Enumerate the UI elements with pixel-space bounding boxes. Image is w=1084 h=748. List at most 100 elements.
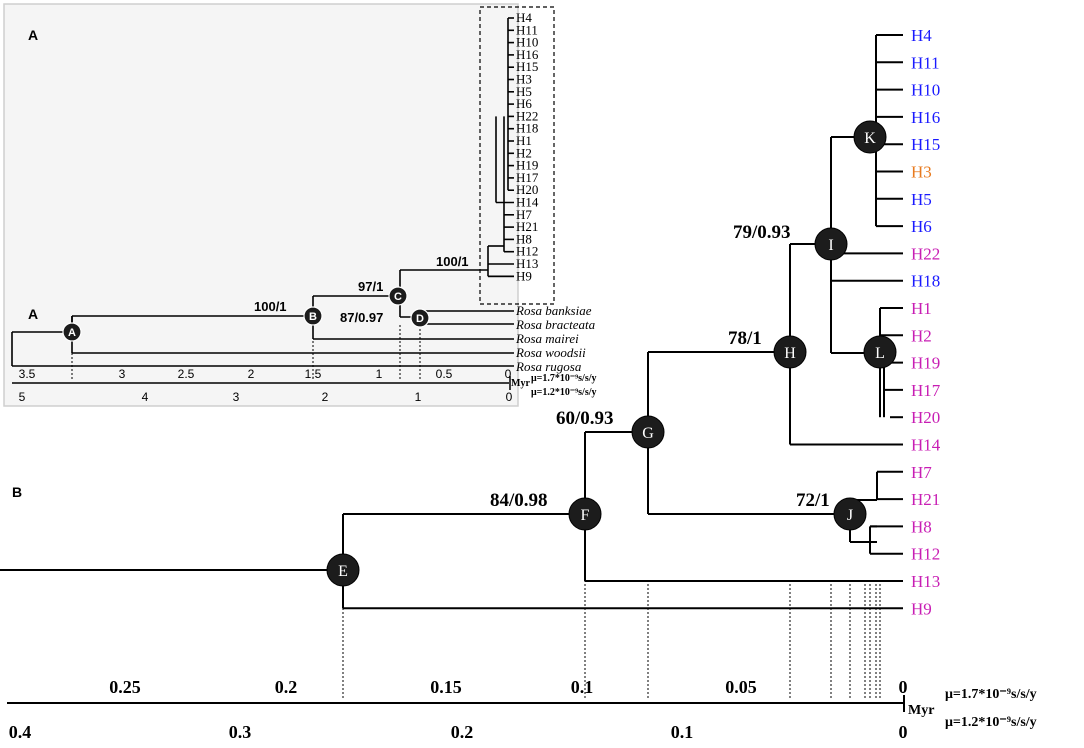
node-label-K: K <box>864 130 876 147</box>
tip-label: H19 <box>911 354 940 373</box>
panel-b-node-dropdown-lines <box>342 580 881 700</box>
haplotype-label: H6 <box>516 96 532 111</box>
node-circle-E <box>326 553 360 587</box>
haplotype-label: H22 <box>516 108 538 123</box>
a-tick-bottom: 3 <box>233 390 240 404</box>
a-support-clade: 100/1 <box>436 254 469 269</box>
haplotype-label: H9 <box>516 268 532 283</box>
panel-a-axis-unit-bottom: μ=1.2*10⁻⁹s/s/y <box>531 387 596 398</box>
a-tick-top: 1.5 <box>305 367 322 381</box>
a-node-A: A <box>62 322 82 342</box>
a-tick-top: 1 <box>376 367 383 381</box>
a-node-label-B: B <box>309 311 317 323</box>
node-circle-J <box>833 497 867 531</box>
tick-bottom: 0.2 <box>451 722 474 742</box>
haplotype-label: H18 <box>516 121 538 136</box>
a-node-label-C: C <box>394 291 402 303</box>
panel-a-label: A <box>28 27 38 43</box>
node-label-E: E <box>338 563 348 580</box>
panel-a-background <box>3 3 519 407</box>
a-tick-bottom: 4 <box>142 390 149 404</box>
tick-bottom: 0.1 <box>671 722 694 742</box>
panel-b-time-axis: Myr μ=1.7*10⁻⁹s/s/y μ=1.2*10⁻⁹s/s/y 0.25… <box>7 677 1037 742</box>
node-circle-F <box>568 497 602 531</box>
a-tick-bottom: 2 <box>322 390 329 404</box>
tick-top: 0.25 <box>109 677 141 697</box>
haplotype-label: H11 <box>516 22 538 37</box>
tick-top: 0.2 <box>275 677 298 697</box>
a-tick-bottom: 5 <box>19 390 26 404</box>
panel-a-axis-myr: Myr <box>511 378 530 389</box>
tip-label: H20 <box>911 408 940 427</box>
haplotype-label: H16 <box>516 47 539 62</box>
node-label-H: H <box>784 345 796 362</box>
panel-a-root-label: A <box>28 306 38 322</box>
a-tick-top: 0.5 <box>436 367 453 381</box>
node-K: K <box>853 120 887 154</box>
tip-label: H14 <box>911 436 941 455</box>
node-H: H <box>773 335 807 369</box>
haplotype-label: H17 <box>516 170 539 185</box>
a-tick-top: 2.5 <box>178 367 195 381</box>
tick-bottom: 0.3 <box>229 722 252 742</box>
haplotype-label: H14 <box>516 195 539 210</box>
tip-label: H21 <box>911 490 940 509</box>
tip-label: H13 <box>911 572 940 591</box>
tip-label: H5 <box>911 190 932 209</box>
tip-label: H17 <box>911 381 941 400</box>
haplotype-label: H10 <box>516 35 538 50</box>
haplotype-label: H12 <box>516 244 538 259</box>
tick-top: 0.1 <box>571 677 594 697</box>
species-label: Rosa woodsii <box>515 345 586 360</box>
node-label-G: G <box>642 425 654 442</box>
haplotype-label: H4 <box>516 10 532 25</box>
tip-label: H10 <box>911 81 940 100</box>
haplotype-label: H5 <box>516 84 532 99</box>
node-label-I: I <box>828 237 833 254</box>
species-label: Rosa mairei <box>515 331 579 346</box>
a-node-C: C <box>388 286 408 306</box>
a-tick-top: 3 <box>119 367 126 381</box>
panel-b-axis-unit-bottom: μ=1.2*10⁻⁹s/s/y <box>945 715 1037 730</box>
tip-label: H11 <box>911 53 940 72</box>
a-tick-top: 0 <box>505 367 512 381</box>
species-label: Rosa rugosa <box>515 359 582 374</box>
a-support-B: 100/1 <box>254 299 287 314</box>
node-G: G <box>631 415 665 449</box>
node-F: F <box>568 497 602 531</box>
haplotype-label: H15 <box>516 59 538 74</box>
node-label-F: F <box>581 507 590 524</box>
tip-label: H4 <box>911 26 932 45</box>
species-label: Rosa banksiae <box>515 303 592 318</box>
tick-top: 0.15 <box>430 677 462 697</box>
tip-label: H1 <box>911 299 932 318</box>
node-label-L: L <box>875 345 885 362</box>
a-support-D: 87/0.97 <box>340 310 383 325</box>
tip-label: H3 <box>911 163 932 182</box>
support-H: 78/1 <box>728 328 762 349</box>
tip-label: H6 <box>911 217 932 236</box>
haplotype-label: H19 <box>516 158 538 173</box>
a-support-C: 97/1 <box>358 279 383 294</box>
panel-b-axis-unit-top: μ=1.7*10⁻⁹s/s/y <box>945 687 1037 702</box>
panel-b-label: B <box>12 484 22 500</box>
node-circle-K <box>853 120 887 154</box>
node-circle-L <box>863 335 897 369</box>
tip-label: H15 <box>911 135 940 154</box>
panel-b-tip-labels: H4H11H10H16H15H3H5H6H22H18H1H2H19H17H20H… <box>911 26 941 618</box>
tip-label: H12 <box>911 545 940 564</box>
tick-bottom: 0.4 <box>9 722 32 742</box>
a-node-B: B <box>303 306 323 326</box>
a-tick-bottom: 1 <box>415 390 422 404</box>
